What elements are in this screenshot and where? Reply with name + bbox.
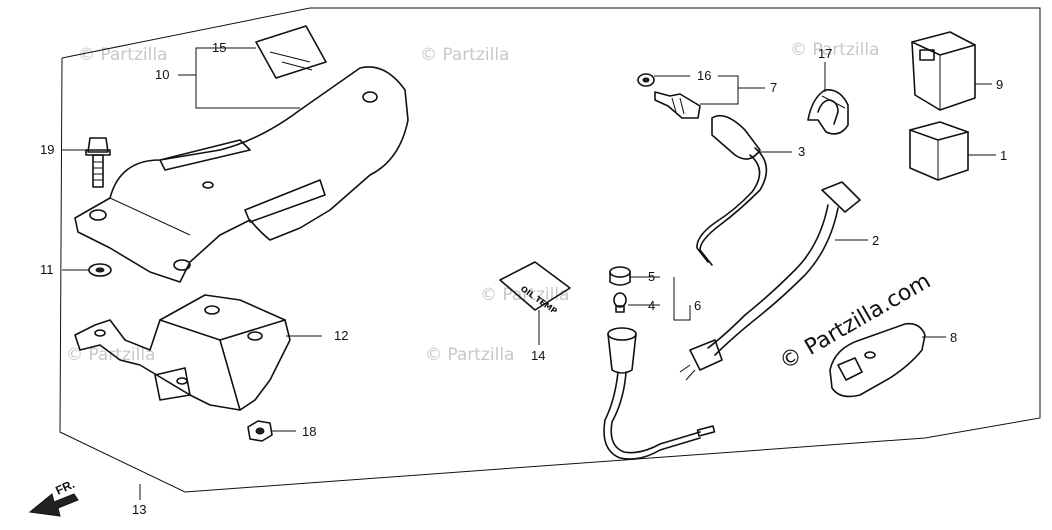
callout-11: 11	[40, 262, 54, 277]
diagram-border	[59, 7, 1041, 493]
callout-8: 8	[950, 330, 957, 345]
callout-2: 2	[872, 233, 879, 248]
callout-12: 12	[334, 328, 348, 343]
callout-6: 6	[694, 298, 701, 313]
callout-1: 1	[1000, 148, 1007, 163]
part-10-upper-bracket	[74, 66, 409, 283]
part-17-clamp	[807, 88, 849, 135]
watermark-4: © Partzilla	[66, 345, 155, 365]
watermark-2: © Partzilla	[420, 45, 509, 65]
callout-numbers: 15 10 19 11 12 18 13 14 5 4 6 16 7 3 17 …	[40, 40, 1007, 517]
watermark-6: © Partzilla	[480, 285, 569, 305]
part-7-temp-sensor	[654, 91, 701, 119]
part-16-washer	[637, 73, 655, 87]
watermark-1: © Partzilla	[78, 45, 167, 65]
part-1-cover	[909, 121, 969, 181]
callout-10: 10	[155, 67, 169, 82]
part-18-nut	[247, 420, 273, 442]
part-4-bulb	[613, 292, 627, 313]
callout-13: 13	[132, 502, 146, 517]
part-3-sensor-wire	[696, 114, 768, 266]
callout-9: 9	[996, 77, 1003, 92]
part-12-lower-bracket	[74, 294, 291, 411]
callout-19: 19	[40, 142, 54, 157]
callout-14: 14	[531, 348, 545, 363]
part-11-washer	[88, 263, 112, 277]
callout-3: 3	[798, 144, 805, 159]
part-2-harness	[679, 181, 861, 381]
watermark-5: © Partzilla	[425, 345, 514, 365]
callout-17: 17	[818, 46, 832, 61]
front-direction-arrow: FR.	[28, 477, 79, 517]
leader-lines	[62, 47, 996, 500]
callout-16: 16	[697, 68, 711, 83]
part-8-plate	[829, 322, 926, 398]
part-19-bolt	[85, 137, 111, 188]
watermark-3: © Partzilla	[790, 40, 879, 60]
part-15-label-decal	[255, 25, 327, 79]
callout-4: 4	[648, 298, 655, 313]
part-6-socket-harness	[603, 327, 716, 460]
callout-15: 15	[212, 40, 226, 55]
callout-7: 7	[770, 80, 777, 95]
part-5-cap	[609, 266, 631, 286]
part-9-relay	[911, 31, 976, 111]
callout-5: 5	[648, 269, 655, 284]
callout-18: 18	[302, 424, 316, 439]
